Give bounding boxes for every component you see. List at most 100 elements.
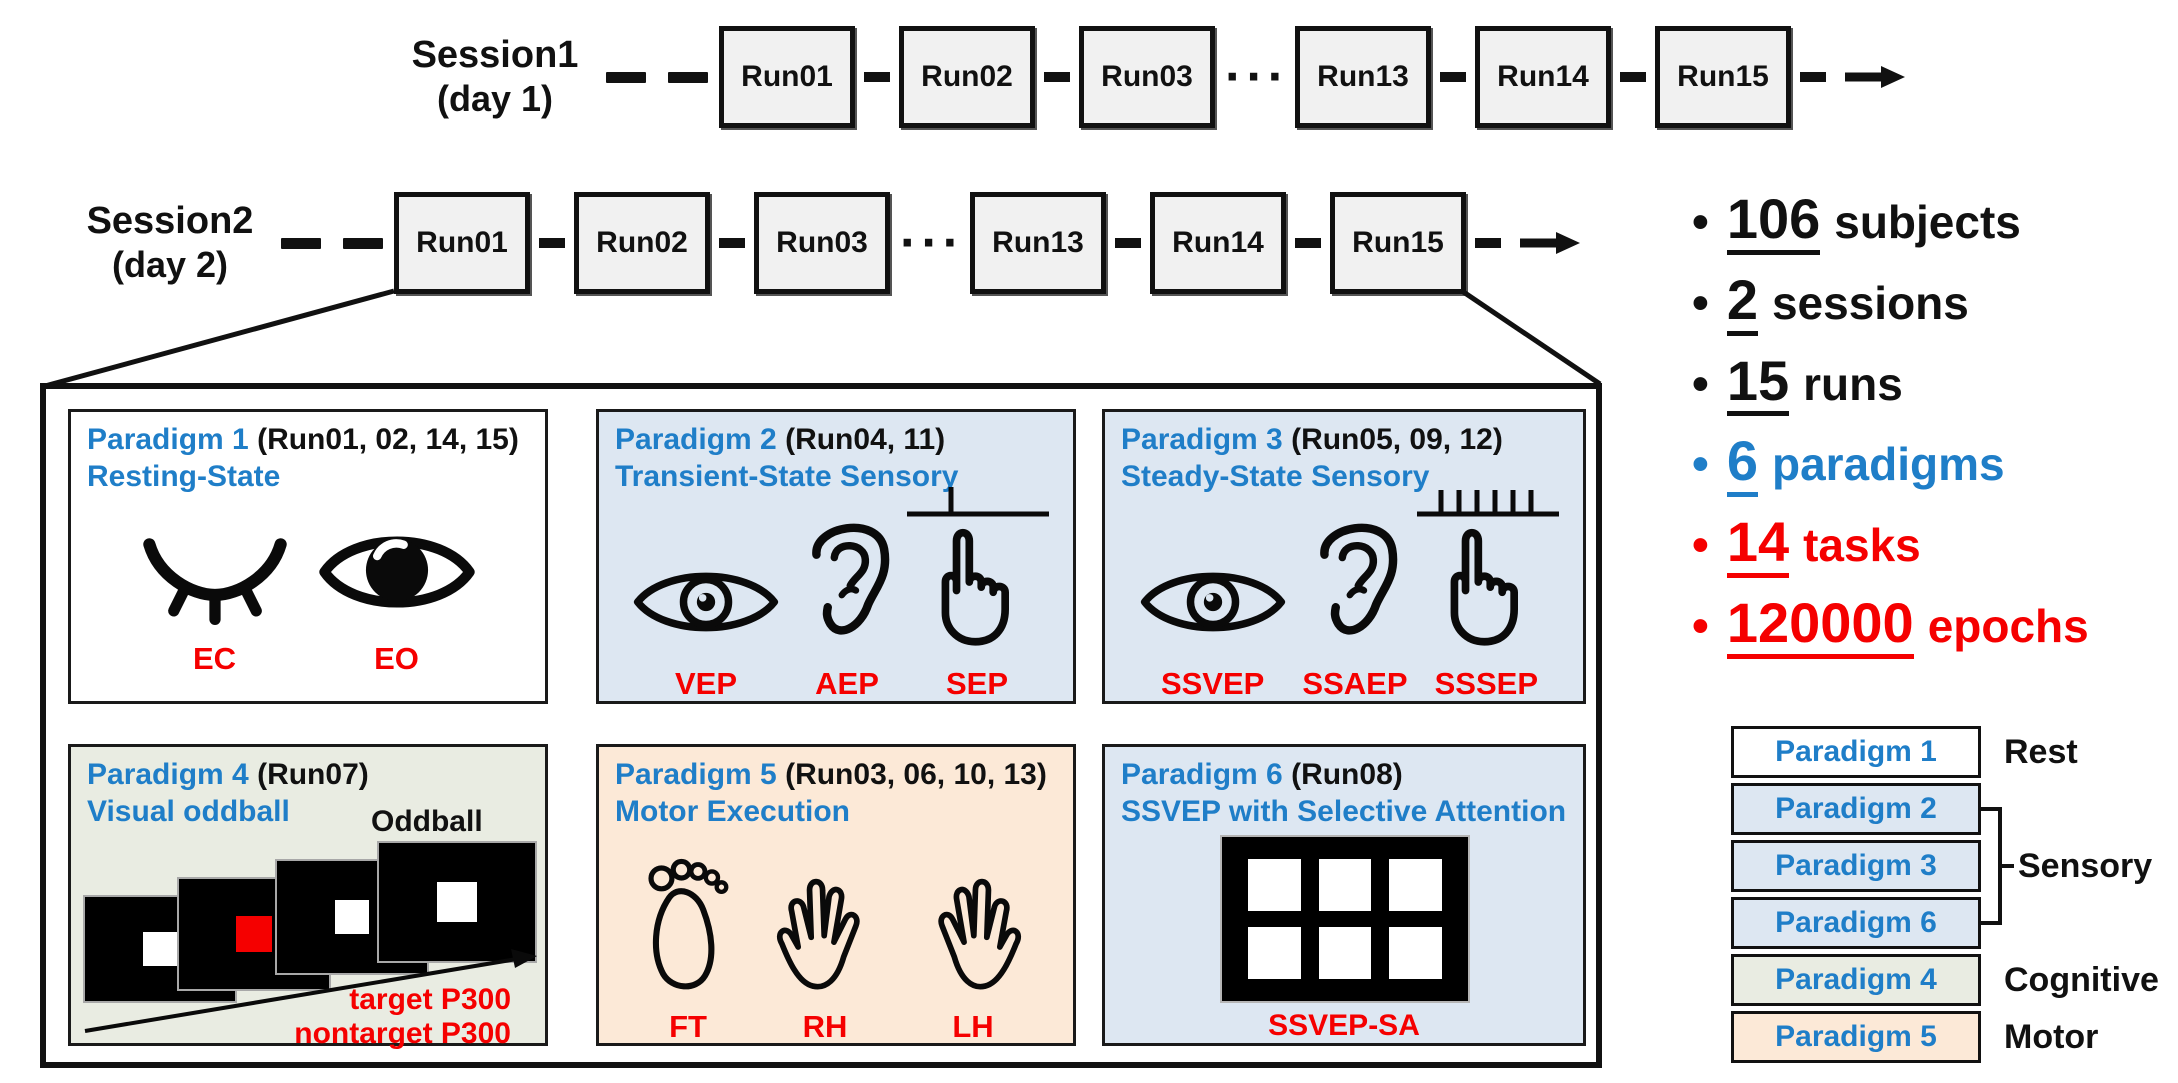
p300-time-arrow: [84, 949, 537, 1033]
bullet-icon: •: [1692, 196, 1709, 249]
dataset-stats: • 106 subjects • 2 sessions • 15 runs • …: [1692, 189, 2089, 659]
bullet-icon: •: [1692, 438, 1709, 492]
target-stimulus: [236, 916, 272, 952]
paradigm-1-runs: (Run01, 02, 14, 15): [257, 423, 519, 456]
legend-paradigm-1: Paradigm 1: [1731, 726, 1981, 778]
paradigm-2-title: Paradigm 2 (Run04, 11): [599, 412, 1073, 459]
paradigm-6-name: Paradigm 6: [1121, 758, 1283, 791]
dash-segment: [668, 71, 708, 83]
stat-runs-text: runs: [1803, 357, 1903, 410]
paradigm-3-runs: (Run05, 09, 12): [1291, 423, 1503, 456]
stat-tasks: • 14 tasks: [1692, 512, 2089, 578]
paradigm-1-title: Paradigm 1 (Run01, 02, 14, 15): [71, 412, 545, 459]
flicker-cell: [1389, 927, 1442, 979]
run-connector: [864, 72, 890, 82]
run-connector: [719, 238, 745, 248]
run-connector: [1295, 238, 1321, 248]
task-eo: EO: [317, 517, 477, 677]
legend-category-rest: Rest: [2004, 733, 2078, 771]
task-label-ssvep: SSVEP: [1160, 666, 1265, 701]
task-label-sep: SEP: [945, 666, 1009, 701]
target-p300-label: target P300: [349, 983, 511, 1016]
task-rh: RH: [764, 869, 886, 1045]
stat-paradigms-number: 6: [1726, 432, 1758, 498]
task-ssaep: SSAEP: [1301, 510, 1409, 702]
stat-tasks-text: tasks: [1803, 519, 1921, 572]
flicker-cell: [1318, 859, 1372, 911]
flicker-cell: [1248, 927, 1301, 979]
ear-icon: [1320, 523, 1398, 635]
paradigm-3-icons: SSVEP SSAEP SSSEP: [1105, 510, 1583, 702]
run-box-s2-run13: Run13: [970, 192, 1106, 294]
open-eye-icon: [318, 536, 475, 608]
task-aep: AEP: [793, 510, 901, 702]
paradigm-1-box: Paradigm 1 (Run01, 02, 14, 15) Resting-S…: [68, 409, 548, 704]
legend-paradigm-6: Paradigm 6: [1731, 897, 1981, 949]
task-lh: LH: [912, 869, 1034, 1045]
bullet-icon: •: [1692, 599, 1709, 653]
eye-outline-icon: [1140, 572, 1285, 632]
task-label-aep: AEP: [815, 666, 879, 701]
bullet-icon: •: [1692, 357, 1709, 411]
run-box-s2-run15: Run15: [1330, 192, 1466, 294]
task-label-ssvep-sa: SSVEP-SA: [1268, 1009, 1420, 1042]
oddball-stimulus: [437, 882, 477, 922]
paradigm-4-title: Paradigm 4 (Run07): [71, 747, 545, 794]
session2-timeline: Session2 (day 2) Run01 Run02 Run03 ··· R…: [70, 188, 1582, 298]
task-sssep: SSSEP: [1422, 512, 1550, 702]
dash-segment: [606, 71, 646, 83]
legend-paradigm-4: Paradigm 4: [1731, 954, 1981, 1006]
arrow-right-icon: [1845, 66, 1905, 88]
paradigm-2-subtitle: Transient-State Sensory: [615, 459, 959, 493]
paradigm-3-title: Paradigm 3 (Run05, 09, 12): [1105, 412, 1583, 459]
stat-runs: • 15 runs: [1692, 351, 2089, 417]
paradigm-5-subtitle: Motor Execution: [615, 794, 851, 828]
legend-category-motor: Motor: [2004, 1018, 2099, 1056]
paradigm-2-runs: (Run04, 11): [785, 423, 946, 456]
paradigm-4-runs: (Run07): [257, 758, 369, 791]
task-label-ec: EC: [192, 641, 237, 676]
paradigm-1-icons: EC EO: [71, 517, 545, 677]
stat-sessions: • 2 sessions: [1692, 270, 2089, 336]
run-box-s1-run14: Run14: [1475, 26, 1611, 128]
run-box-s2-run03: Run03: [754, 192, 890, 294]
standard-stimulus: [335, 900, 369, 934]
task-label-sssep: SSSEP: [1434, 666, 1538, 701]
task-label-rh: RH: [802, 1009, 848, 1044]
legend-paradigm-2: Paradigm 2: [1731, 783, 1981, 835]
run-box-s2-run02: Run02: [574, 192, 710, 294]
run-box-s1-run02: Run02: [899, 26, 1035, 128]
paradigm-2-box: Paradigm 2 (Run04, 11) Transient-State S…: [596, 409, 1076, 704]
bullet-icon: •: [1692, 276, 1709, 330]
paradigms-panel: Paradigm 1 (Run01, 02, 14, 15) Resting-S…: [40, 383, 1602, 1068]
flicker-cell: [1389, 859, 1442, 911]
run-connector: [1800, 72, 1826, 82]
stat-epochs: • 120000 epochs: [1692, 593, 2089, 659]
legend-paradigm-5: Paradigm 5: [1731, 1011, 1981, 1063]
pulse-train-icon: [1417, 490, 1559, 517]
run-connector: [1044, 72, 1070, 82]
paradigm-4-box: Paradigm 4 (Run07) Visual oddball Oddbal…: [68, 744, 548, 1049]
task-ssvep: SSVEP: [1138, 552, 1288, 702]
single-pulse-icon: [907, 487, 1049, 517]
session2-label-line2: (day 2): [111, 244, 229, 286]
legend-category-cognitive: Cognitive: [2004, 961, 2159, 999]
paradigm-2-name: Paradigm 2: [615, 423, 777, 456]
legend-bracket: [1981, 807, 2014, 925]
session2-label: Session2 (day 2): [70, 199, 270, 286]
task-label-lh: LH: [952, 1009, 994, 1044]
paradigm-3-name: Paradigm 3: [1121, 423, 1283, 456]
legend-paradigm-3: Paradigm 3: [1731, 840, 1981, 892]
foot-icon: [648, 858, 729, 990]
run-connector: [539, 238, 565, 248]
closed-eye-icon: [142, 538, 287, 625]
task-sep: SEP: [913, 512, 1041, 702]
flicker-cell: [1248, 859, 1301, 911]
run-box-s2-run01: Run01: [394, 192, 530, 294]
run-box-s1-run01: Run01: [719, 26, 855, 128]
standard-stimulus: [143, 932, 177, 966]
stat-paradigms: • 6 paradigms: [1692, 432, 2089, 498]
run-box-s1-run13: Run13: [1295, 26, 1431, 128]
open-hand-icon: [776, 878, 860, 990]
run-connector: [1620, 72, 1646, 82]
